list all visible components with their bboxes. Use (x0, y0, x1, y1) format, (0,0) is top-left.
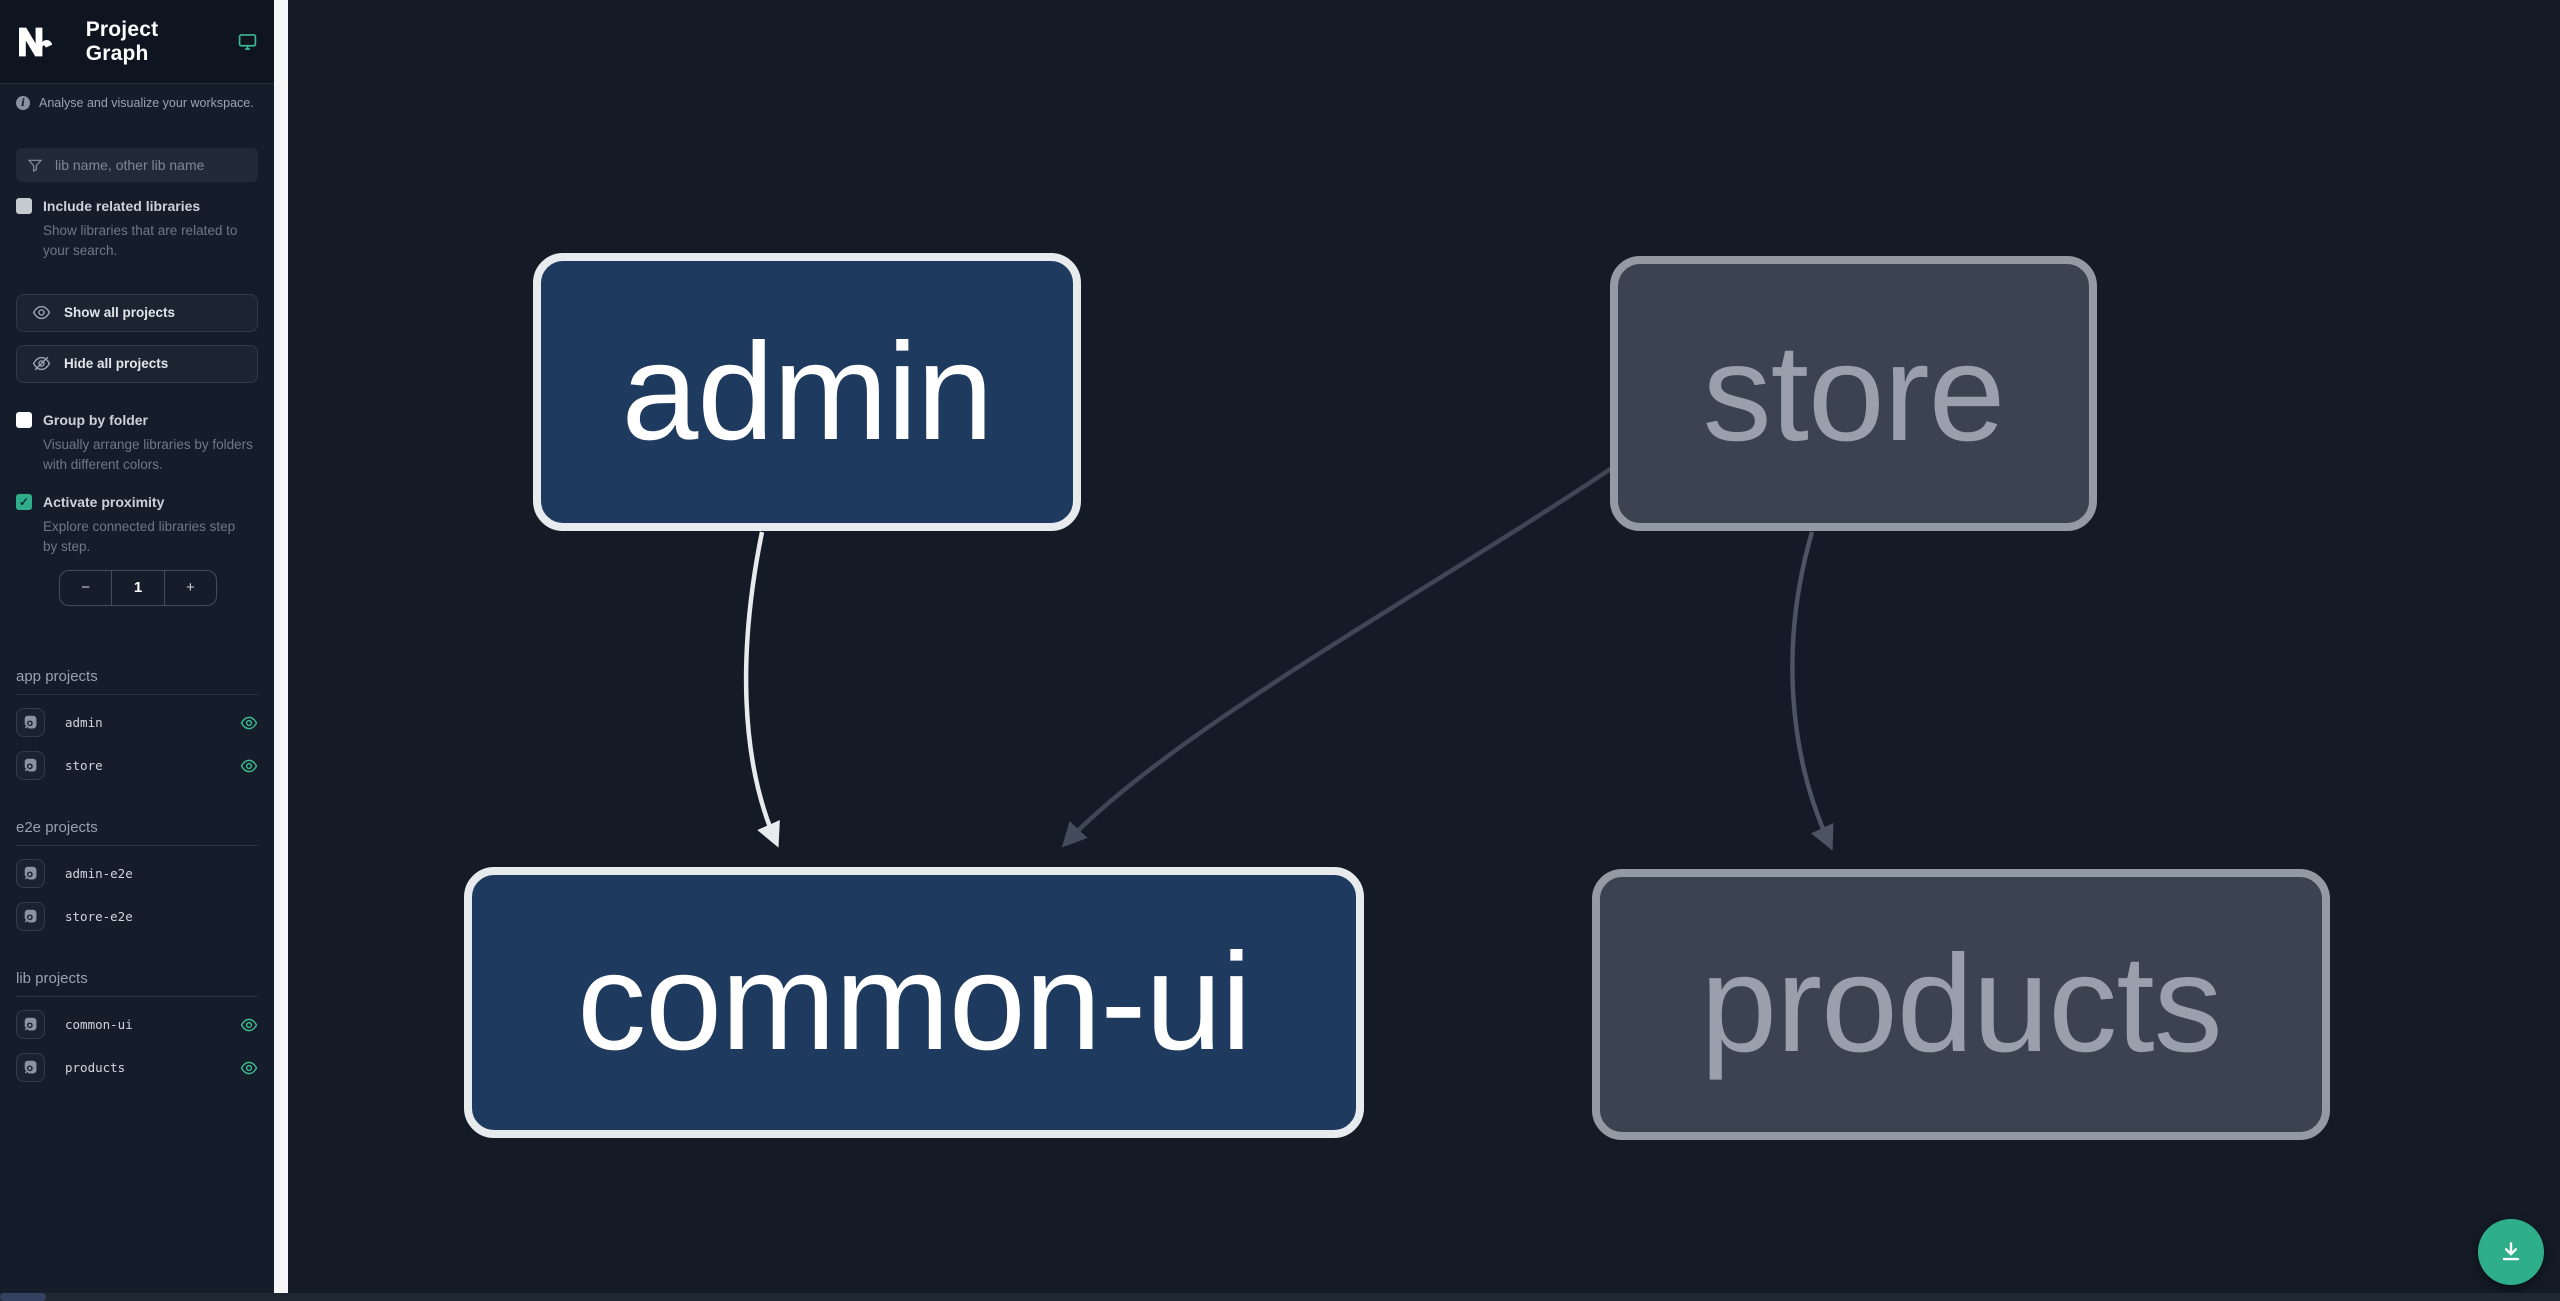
checkbox-label: Include related libraries (43, 198, 201, 214)
horizontal-scrollbar-thumb[interactable] (0, 1293, 46, 1301)
focus-icon (24, 715, 37, 729)
search-input[interactable] (53, 156, 247, 174)
project-name[interactable]: store-e2e (65, 909, 133, 924)
hide-all-projects-button[interactable]: Hide all projects (16, 344, 258, 383)
search-box (16, 148, 258, 182)
checkbox-description: Show libraries that are related to your … (43, 223, 238, 259)
project-row-store-e2e: store-e2e (16, 902, 258, 932)
tagline-text: Analyse and visualize your workspace. (39, 96, 254, 110)
eye-icon (32, 305, 51, 320)
button-label: Show all projects (64, 305, 176, 320)
sidebar: Project Graph i Analyse and visualize yo… (0, 0, 274, 1301)
checkbox-unchecked-icon (16, 198, 32, 214)
graph-node-store[interactable]: store (1610, 256, 2097, 531)
project-name[interactable]: products (65, 1060, 126, 1075)
app-title: Project Graph (85, 17, 159, 65)
monitor-icon (238, 33, 257, 50)
focus-project-button[interactable] (16, 708, 45, 737)
include-related-checkbox[interactable]: Include related libraries (16, 198, 258, 214)
proximity-depth-value: 1 (111, 570, 165, 605)
checkbox-label: Activate proximity (43, 494, 165, 510)
focus-icon (24, 909, 37, 923)
section-header-lib-projects: lib projects (16, 970, 258, 997)
focus-project-button[interactable] (16, 859, 45, 888)
edge-store-to-products[interactable] (1790, 531, 1834, 851)
project-name[interactable]: common-ui (65, 1017, 133, 1032)
eye-icon (240, 1061, 258, 1074)
activate-proximity-setting: ✓ Activate proximity Explore connected l… (16, 494, 258, 558)
graph-node-admin[interactable]: admin (533, 253, 1081, 531)
group-by-folder-checkbox[interactable]: Group by folder (16, 411, 258, 428)
graph-node-common-ui[interactable]: common-ui (464, 867, 1364, 1138)
graph-node-products[interactable]: products (1592, 869, 2330, 1140)
section-header-app-projects: app projects (16, 668, 258, 695)
project-row-common-ui: common-ui (16, 1010, 258, 1040)
download-icon (2502, 1242, 2520, 1261)
node-label: products (1700, 927, 2222, 1081)
focus-project-button[interactable] (16, 1053, 45, 1082)
open-in-window-button[interactable] (237, 32, 258, 52)
group-by-folder-setting: Group by folder Visually arrange librari… (16, 411, 258, 476)
focus-icon (24, 758, 37, 772)
include-related-setting: Include related libraries Show libraries… (16, 198, 258, 262)
edge-store-to-common-ui[interactable] (1061, 466, 1614, 848)
project-row-store: store (16, 751, 258, 781)
checkbox-label: Group by folder (43, 411, 148, 428)
focus-icon (24, 866, 37, 880)
download-graph-button[interactable] (2478, 1219, 2544, 1285)
section-header-e2e-projects: e2e projects (16, 819, 258, 846)
focus-project-button[interactable] (16, 902, 45, 931)
filter-funnel-icon (27, 159, 43, 172)
show-all-projects-button[interactable]: Show all projects (16, 293, 258, 332)
focus-project-button[interactable] (16, 751, 45, 780)
project-row-admin-e2e: admin-e2e (16, 859, 258, 889)
focus-icon (24, 1060, 37, 1074)
eye-icon (240, 716, 258, 729)
node-label: store (1702, 316, 2006, 470)
decrement-button[interactable]: − (81, 579, 91, 596)
checkbox-description: Explore connected libraries step by step… (43, 519, 236, 555)
node-label: common-ui (577, 925, 1252, 1079)
toggle-visibility-button[interactable] (240, 757, 258, 775)
project-row-admin: admin (16, 708, 258, 738)
sidebar-header: Project Graph (0, 0, 274, 84)
focus-project-button[interactable] (16, 1010, 45, 1039)
checkbox-unchecked-icon (16, 411, 32, 428)
tagline: i Analyse and visualize your workspace. (16, 96, 258, 110)
horizontal-scrollbar (0, 1293, 2560, 1301)
activate-proximity-checkbox[interactable]: ✓ Activate proximity (16, 494, 258, 510)
node-label: admin (621, 314, 994, 469)
project-row-products: products (16, 1053, 258, 1083)
edge-admin-to-common-ui[interactable] (743, 531, 780, 848)
sidebar-resize-handle[interactable] (274, 0, 288, 1301)
eye-off-icon (32, 356, 51, 371)
focus-icon (24, 1017, 37, 1031)
nx-logo-icon (19, 27, 53, 56)
button-label: Hide all projects (64, 356, 169, 371)
project-name[interactable]: admin (65, 715, 103, 730)
eye-icon (240, 759, 258, 772)
checkbox-checked-icon: ✓ (16, 494, 32, 510)
eye-icon (240, 1018, 258, 1031)
info-icon: i (16, 96, 30, 110)
checkbox-description: Visually arrange libraries by folders wi… (43, 436, 253, 472)
toggle-visibility-button[interactable] (240, 1016, 258, 1034)
project-name[interactable]: admin-e2e (65, 866, 133, 881)
project-name[interactable]: store (65, 758, 103, 773)
toggle-visibility-button[interactable] (240, 714, 258, 732)
increment-button[interactable]: + (185, 579, 195, 596)
proximity-depth-stepper: − 1 + (59, 569, 217, 606)
toggle-visibility-button[interactable] (240, 1059, 258, 1077)
